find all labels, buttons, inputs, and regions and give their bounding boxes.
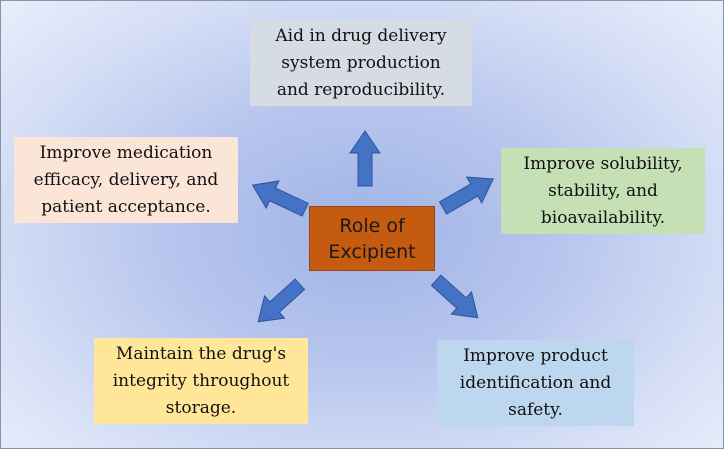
role-box-production: Aid in drug delivery system production a… — [250, 20, 472, 106]
role-box-efficacy: Improve medication efficacy, delivery, a… — [14, 137, 238, 223]
role-box-integrity: Maintain the drug's integrity throughout… — [94, 338, 308, 424]
arrow-lower-left — [257, 278, 306, 323]
arrow-upper-right — [438, 176, 495, 215]
arrow-up — [349, 130, 381, 187]
role-box-solubility: Improve solubility, stability, and bioav… — [501, 148, 705, 234]
role-box-identification: Improve product identification and safet… — [437, 340, 634, 426]
center-box-role-of-excipient: Role of Excipient — [309, 206, 435, 271]
arrow-lower-right — [430, 274, 479, 319]
arrow-upper-left — [251, 180, 309, 217]
